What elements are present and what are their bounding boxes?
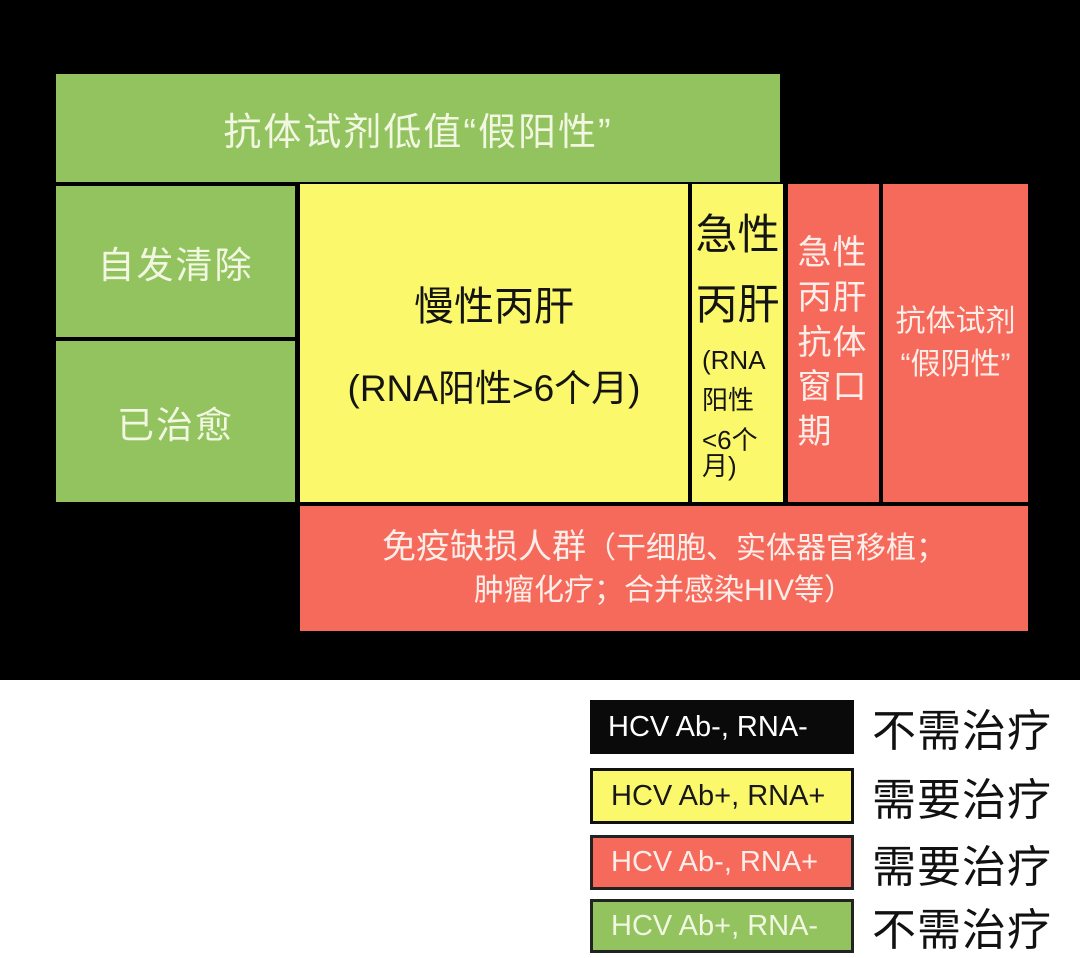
immunodeficient-population-box: 免疫缺损人群（干细胞、实体器官移植； 肿瘤化疗；合并感染HIV等） — [300, 506, 1028, 631]
antibody-low-false-positive-label: 抗体试剂低值“假阳性” — [223, 111, 613, 154]
legend-result-label: 不需治疗 — [872, 707, 1052, 756]
legend-result-no-treatment-1: 不需治疗 — [872, 700, 1072, 756]
chronic-hcv-subtitle: (RNA阳性>6个月) — [347, 368, 641, 409]
acute-hcv-title-line1: 急性 — [695, 211, 780, 258]
legend-swatch-ab-pos-rna-pos: HCV Ab+, RNA+ — [590, 768, 854, 824]
acute-hcv-sub-line3: <6个月) — [702, 425, 758, 481]
legend-swatch-ab-neg-rna-pos: HCV Ab-, RNA+ — [590, 835, 854, 890]
legend-swatch-label: HCV Ab-, RNA- — [608, 710, 808, 743]
acute-hcv-sub-line1: (RNA — [702, 345, 766, 375]
antibody-low-false-positive-box: 抗体试剂低值“假阳性” — [56, 74, 780, 182]
spontaneous-clearance-label: 自发清除 — [97, 244, 254, 286]
legend-swatch-label: HCV Ab+, RNA+ — [611, 779, 826, 812]
antibody-window-period-box: 急性丙肝抗体窗口期 — [788, 184, 879, 502]
antibody-false-negative-line1: 抗体试剂 — [895, 304, 1016, 338]
acute-hcv-box: 急性 丙肝 (RNA 阳性 <6个月) — [692, 184, 783, 502]
antibody-false-negative-box: 抗体试剂 “假阴性” — [883, 184, 1028, 502]
legend-result-label: 需要治疗 — [872, 776, 1052, 825]
antibody-window-period-label: 急性丙肝抗体窗口期 — [797, 233, 868, 452]
acute-hcv-sub-line2: 阳性 — [702, 385, 755, 415]
cured-box: 已治愈 — [56, 341, 295, 502]
acute-hcv-title-line2: 丙肝 — [695, 281, 780, 328]
immunodeficient-line1: 免疫缺损人群（干细胞、实体器官移植； — [382, 525, 946, 571]
immunodeficient-title: 免疫缺损人群 — [382, 528, 586, 567]
spontaneous-clearance-box: 自发清除 — [56, 186, 295, 337]
legend-result-no-treatment-2: 不需治疗 — [872, 899, 1072, 955]
immunodeficient-paren: （干细胞、实体器官移植； — [586, 532, 946, 566]
antibody-false-negative-line2: “假阴性” — [900, 348, 1011, 381]
chronic-hcv-box: 慢性丙肝 (RNA阳性>6个月) — [300, 184, 688, 502]
legend-result-treatment-2: 需要治疗 — [872, 835, 1072, 892]
legend-result-treatment-1: 需要治疗 — [872, 768, 1072, 825]
legend-result-label: 不需治疗 — [872, 906, 1052, 955]
legend-result-label: 需要治疗 — [872, 842, 1052, 892]
legend-swatch-label: HCV Ab-, RNA+ — [611, 846, 819, 878]
legend-swatch-label: HCV Ab+, RNA- — [611, 909, 819, 942]
cured-label: 已治愈 — [117, 404, 234, 446]
legend-swatch-ab-neg-rna-neg: HCV Ab-, RNA- — [590, 700, 854, 754]
legend-swatch-ab-pos-rna-neg: HCV Ab+, RNA- — [590, 899, 854, 953]
chronic-hcv-title: 慢性丙肝 — [414, 285, 574, 329]
immunodeficient-line2: 肿瘤化疗；合并感染HIV等） — [473, 574, 854, 608]
